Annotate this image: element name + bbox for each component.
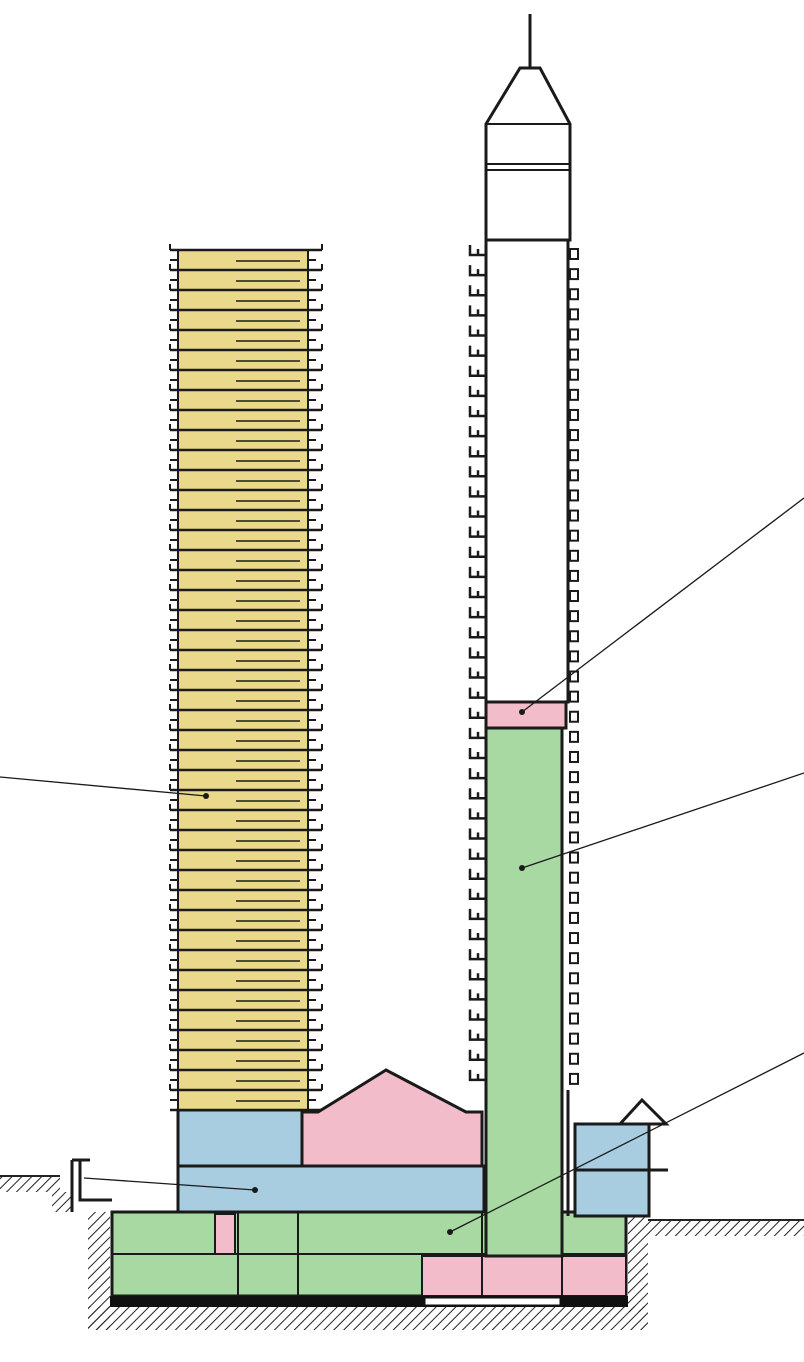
leader-dots — [203, 709, 525, 1235]
floor — [169, 244, 323, 262]
floor — [169, 264, 323, 282]
floor-balconies — [468, 506, 579, 522]
floor — [169, 404, 323, 422]
floor-balconies — [468, 768, 579, 784]
floor-balconies — [468, 929, 579, 945]
floor — [169, 304, 323, 322]
floor-balconies — [468, 647, 579, 663]
floor — [169, 984, 323, 1002]
floor-balconies — [468, 788, 579, 804]
floor — [169, 664, 323, 682]
floor-balconies — [468, 888, 579, 904]
floor-balconies — [468, 828, 579, 844]
floor-balconies — [468, 949, 579, 965]
floor — [169, 1064, 323, 1082]
floor — [169, 444, 323, 462]
floor — [169, 344, 323, 362]
leader-lines — [0, 497, 804, 1233]
tower-body — [177, 249, 309, 1111]
floor — [169, 644, 323, 662]
floor-balconies — [468, 587, 579, 603]
floor — [169, 844, 323, 862]
right-annex — [566, 1090, 670, 1218]
floor-balconies — [468, 808, 579, 824]
floor-balconies — [468, 1029, 579, 1045]
floor — [169, 1084, 323, 1102]
floor-balconies — [468, 245, 579, 260]
floor-balconies — [468, 707, 579, 723]
floor — [169, 724, 323, 742]
floor — [169, 1024, 323, 1042]
tower-crown — [484, 66, 572, 242]
floor-balconies — [468, 466, 579, 482]
floor — [169, 1004, 323, 1022]
floor — [169, 384, 323, 402]
floor — [169, 1044, 323, 1062]
floor — [169, 784, 323, 802]
floor — [169, 584, 323, 602]
floor-balconies — [468, 607, 579, 623]
floor — [169, 964, 323, 982]
floor — [169, 944, 323, 962]
floor — [169, 744, 323, 762]
left-residential-tower — [169, 244, 323, 1112]
floor-balconies — [468, 1049, 579, 1065]
floor-balconies — [468, 385, 579, 401]
floor-balconies — [468, 566, 579, 582]
floor-balconies — [468, 426, 579, 442]
floor — [169, 764, 323, 782]
floor — [169, 804, 323, 822]
floor-balconies — [468, 747, 579, 763]
floor-balconies — [468, 989, 579, 1005]
floor-balconies — [468, 546, 579, 562]
floor — [169, 684, 323, 702]
floor — [169, 624, 323, 642]
floor-balconies — [468, 1009, 579, 1025]
floor — [169, 364, 323, 382]
floor-balconies — [468, 868, 579, 884]
floor-balconies — [468, 365, 579, 381]
floor-balconies — [468, 405, 579, 421]
floor — [169, 824, 323, 842]
ground-hatching — [0, 1175, 804, 1330]
floor — [169, 704, 323, 722]
floor — [169, 284, 323, 302]
floor-balconies — [468, 1069, 579, 1085]
floor-balconies — [468, 667, 579, 683]
floor-balconies — [468, 627, 579, 643]
floor-balconies — [468, 969, 579, 985]
floor-balconies — [468, 285, 579, 301]
floor — [169, 924, 323, 942]
floor — [169, 604, 323, 622]
floor-balconies — [468, 486, 579, 502]
floor-balconies — [468, 526, 579, 542]
floor-balconies — [468, 265, 579, 281]
floor — [169, 564, 323, 582]
floor — [169, 864, 323, 882]
floor — [169, 504, 323, 522]
floor-balconies — [468, 908, 579, 924]
floor-balconies — [468, 848, 579, 864]
floor — [169, 544, 323, 562]
floor — [169, 524, 323, 542]
floor — [169, 484, 323, 502]
floor-balconies — [468, 727, 579, 743]
floor-balconies — [468, 305, 579, 321]
floor-balconies — [468, 446, 579, 462]
floor-balconies — [468, 687, 579, 703]
right-office-tower — [468, 14, 579, 1258]
floor — [169, 464, 323, 482]
podium — [70, 1068, 486, 1214]
floor — [169, 904, 323, 922]
floor-balconies — [468, 345, 579, 361]
floor-balconies — [468, 325, 579, 341]
floor — [169, 424, 323, 442]
floor — [169, 884, 323, 902]
floor — [169, 324, 323, 342]
